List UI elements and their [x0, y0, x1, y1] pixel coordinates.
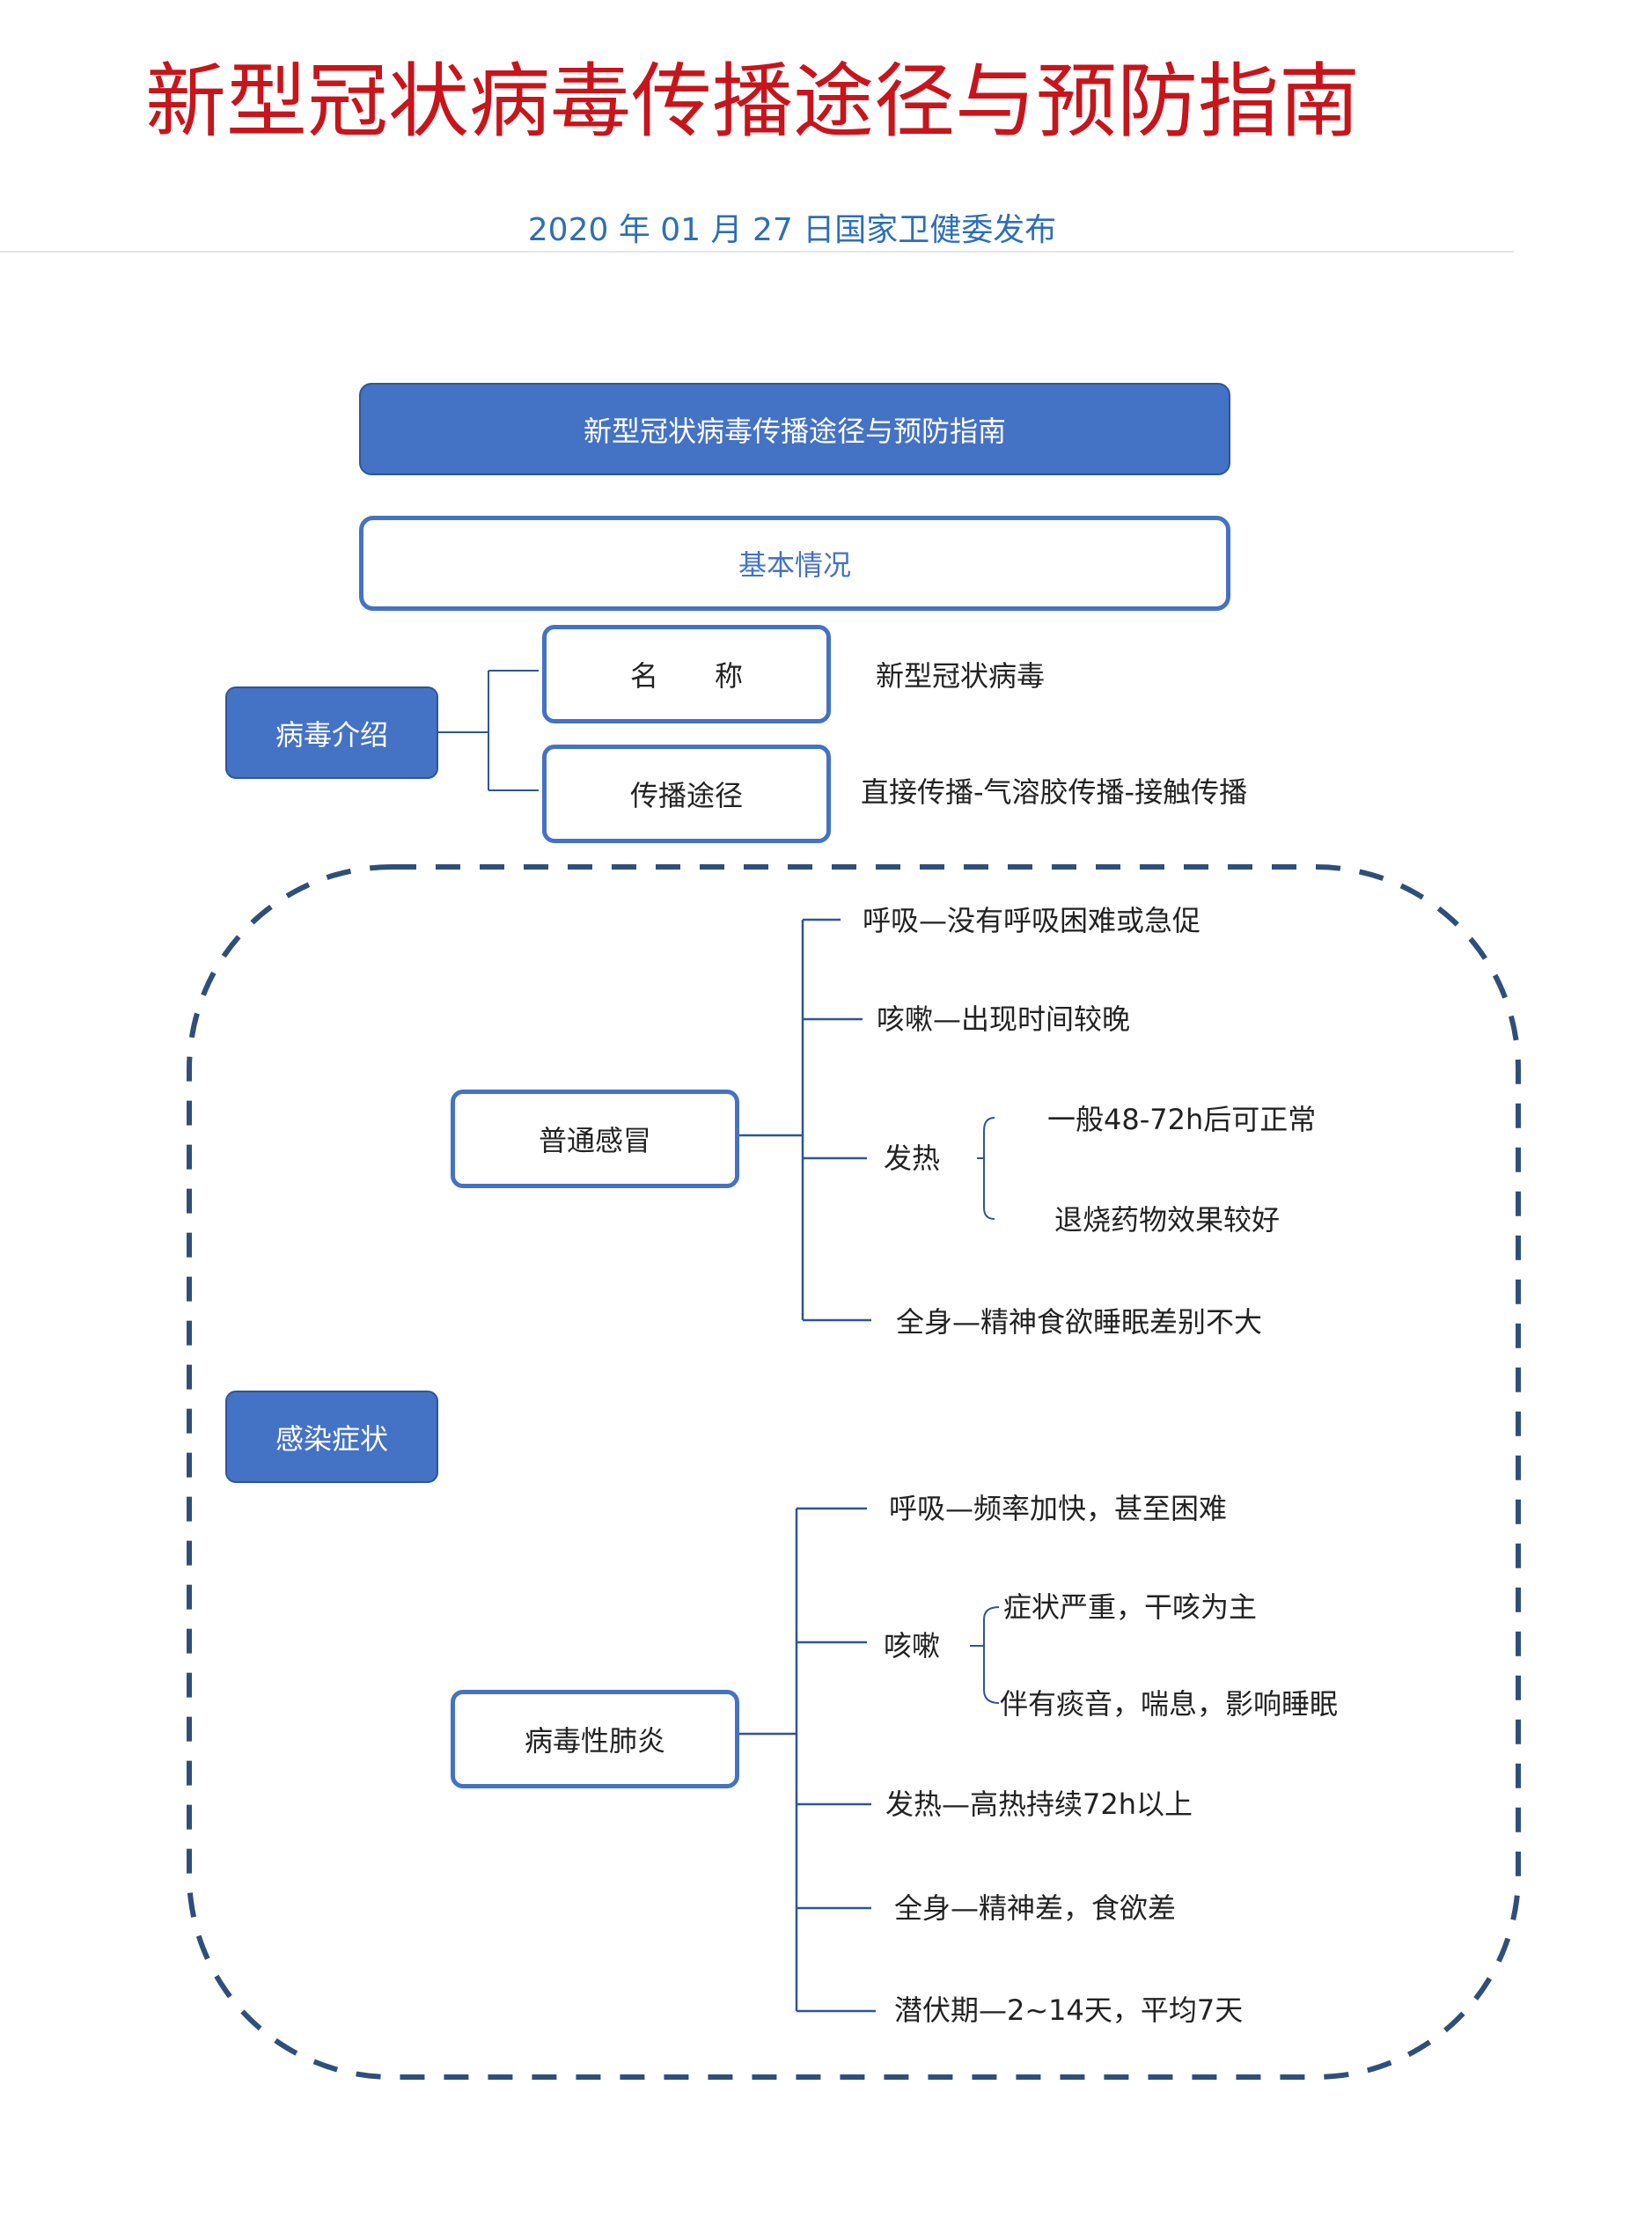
common-cold-fever-item-2: 退烧药物效果较好 — [1054, 1203, 1281, 1237]
page-title: 新型冠状病毒传播途径与预防指南 — [145, 55, 1361, 149]
name-value: 新型冠状病毒 — [876, 659, 1046, 693]
name-box: 名 称 — [542, 625, 831, 723]
common-cold-breathing: 呼吸—没有呼吸困难或急促 — [863, 904, 1201, 937]
viral-pneumonia-fever: 发热—高热持续72h以上 — [885, 1788, 1193, 1821]
symptoms-dashed-frame — [187, 864, 1521, 2080]
main-title-bar: 新型冠状病毒传播途径与预防指南 — [359, 383, 1230, 475]
viral-pneumonia-breathing: 呼吸—频率加快，甚至困难 — [889, 1492, 1228, 1525]
page-subtitle: 2020 年 01 月 27 日国家卫健委发布 — [527, 212, 1057, 248]
section-title-bar: 基本情况 — [359, 516, 1230, 611]
viral-pneumonia-body: 全身—精神差，食欲差 — [894, 1891, 1177, 1925]
common-cold-connectors — [736, 918, 995, 1322]
common-cold-fever-item-1: 一般48-72h后可正常 — [1047, 1103, 1317, 1136]
symptoms-label: 感染症状 — [225, 1391, 438, 1483]
virus-intro-label: 病毒介绍 — [225, 686, 438, 779]
route-value: 直接传播-气溶胶传播-接触传播 — [861, 775, 1248, 809]
virus-intro-connectors — [438, 670, 539, 791]
viral-pneumonia-incubation: 潜伏期—2~14天，平均7天 — [894, 1993, 1244, 2027]
viral-pneumonia-cough-item-1: 症状严重，干咳为主 — [1003, 1590, 1258, 1624]
common-cold-body: 全身—精神食欲睡眠差别不大 — [896, 1305, 1263, 1339]
viral-pneumonia-cough: 咳嗽 — [884, 1629, 941, 1663]
common-cold-box: 普通感冒 — [451, 1090, 739, 1188]
route-box: 传播途径 — [542, 745, 831, 843]
common-cold-fever: 发热 — [884, 1142, 941, 1175]
header-divider — [0, 251, 1514, 253]
common-cold-cough: 咳嗽—出现时间较晚 — [877, 1002, 1131, 1036]
viral-pneumonia-box: 病毒性肺炎 — [451, 1690, 739, 1788]
viral-pneumonia-cough-item-2: 伴有痰音，喘息，影响睡眠 — [1000, 1687, 1339, 1721]
viral-pneumonia-connectors — [732, 1507, 1000, 2013]
